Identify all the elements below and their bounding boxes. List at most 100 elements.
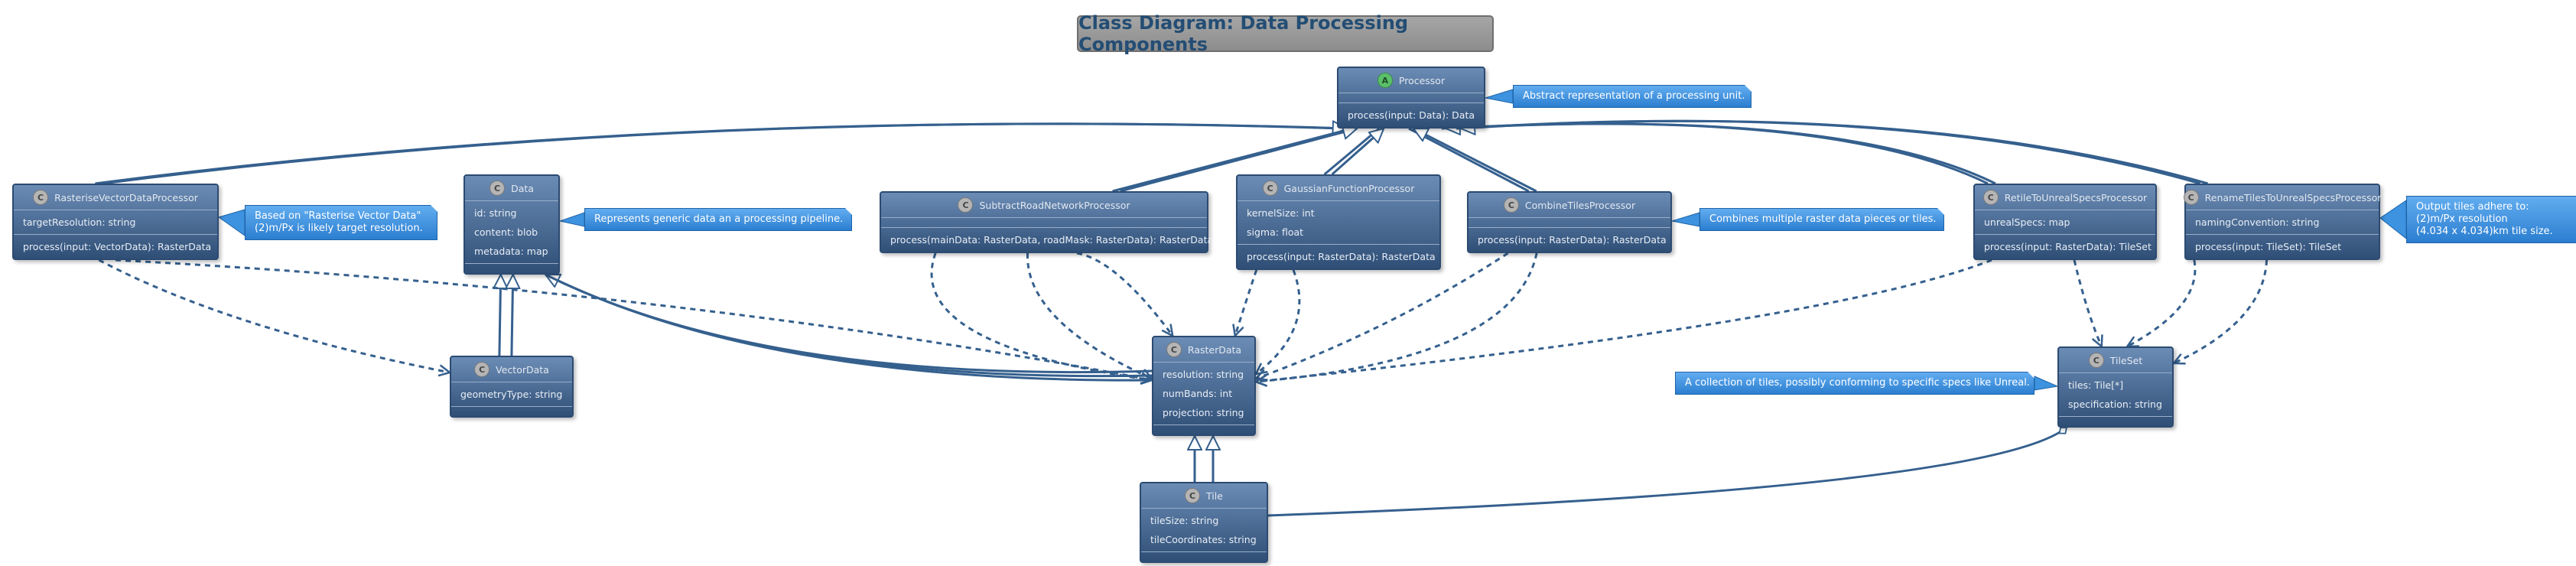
method-section bbox=[1141, 551, 1267, 561]
class-name: Data bbox=[511, 182, 534, 194]
inheritance-edge bbox=[499, 275, 501, 356]
inheritance-edge bbox=[1446, 124, 1996, 185]
note-line: (4.034 x 4.034)km tile size. bbox=[2416, 226, 2553, 237]
attribute: numBands: int bbox=[1163, 388, 1233, 399]
attribute: sigma: float bbox=[1247, 226, 1304, 238]
attribute: projection: string bbox=[1163, 407, 1244, 418]
method: process(input: VectorData): RasterData bbox=[23, 241, 212, 252]
class-name: TileSet bbox=[2109, 354, 2143, 366]
method-section bbox=[451, 406, 572, 416]
note-rasterise-note: Based on "Rasterise Vector Data"(2)m/Px … bbox=[245, 205, 437, 240]
method-section: process(input: RasterData): TileSet bbox=[1975, 234, 2155, 259]
class-name: RetileToUnrealSpecsProcessor bbox=[2004, 191, 2148, 203]
inheritance-edge bbox=[1456, 119, 2201, 185]
attribute-section: kernelSize: int sigma: float bbox=[1238, 201, 1439, 244]
dependency-edge bbox=[930, 252, 1152, 380]
method-section: process(input: VectorData): RasterData bbox=[14, 234, 217, 259]
attribute-section bbox=[1338, 93, 1484, 102]
class-name: Tile bbox=[1206, 490, 1223, 502]
attribute-section: targetResolution: string bbox=[14, 210, 217, 234]
attribute: namingConvention: string bbox=[2195, 216, 2320, 228]
method: process(input: RasterData): RasterData bbox=[1478, 234, 1667, 246]
method-section bbox=[2059, 416, 2172, 426]
class-header: C Data bbox=[465, 176, 558, 201]
note-pointer bbox=[1671, 212, 1700, 227]
inheritance-edge bbox=[512, 275, 513, 356]
class-name: RenameTilesToUnrealSpecsProcessor bbox=[2204, 191, 2382, 203]
dependency-edge bbox=[2174, 259, 2269, 363]
class-icon: C bbox=[490, 181, 506, 196]
dependency-edge bbox=[1256, 252, 1509, 379]
method: process(input: TileSet): TileSet bbox=[2195, 241, 2342, 252]
dependency-edge bbox=[1076, 252, 1173, 336]
class-name: VectorData bbox=[496, 363, 549, 376]
note-combine-note: Combines multiple raster data pieces or … bbox=[1699, 208, 1944, 231]
method-section: process(mainData: RasterData, roadMask: … bbox=[881, 227, 1213, 252]
class-name: GaussianFunctionProcessor bbox=[1283, 182, 1415, 194]
method-section: process(input: RasterData): RasterData bbox=[1469, 227, 1670, 252]
attribute: id: string bbox=[474, 207, 517, 219]
note-pointer bbox=[1485, 89, 1514, 104]
class-subtract-road[interactable]: C SubtractRoadNetworkProcessor process(mai… bbox=[880, 191, 1213, 253]
attribute-section: tiles: Tile[*]specification: string bbox=[2059, 373, 2172, 416]
method: process(input: RasterData): RasterData bbox=[1247, 251, 1436, 262]
class-name: Processor bbox=[1398, 74, 1446, 86]
method-section bbox=[465, 263, 558, 273]
note-line: Output tiles adhere to: bbox=[2416, 201, 2529, 213]
attribute: unrealSpecs: map bbox=[1984, 216, 2070, 228]
note-pointer bbox=[2034, 376, 2059, 391]
class-name: SubtractRoadNetworkProcessor bbox=[979, 199, 1130, 211]
dependency-edge bbox=[98, 259, 450, 372]
class-icon: C bbox=[1185, 488, 1201, 503]
dependency-edge bbox=[1256, 259, 1992, 382]
inheritance-edge bbox=[102, 124, 1346, 185]
note-pointer bbox=[2379, 200, 2407, 240]
diagram-title: Class Diagram: Data Processing Component… bbox=[1077, 12, 1494, 55]
attribute: targetResolution: string bbox=[23, 216, 136, 228]
dependency-edge bbox=[2127, 259, 2197, 346]
class-name: RasteriseVectorDataProcessor bbox=[54, 191, 198, 203]
note-processor-note: Abstract representation of a processing … bbox=[1513, 85, 1751, 108]
dependency-edge bbox=[1256, 269, 1301, 374]
method-section bbox=[1153, 424, 1254, 434]
note-rename-note: Output tiles adhere to:(2)m/Px resolutio… bbox=[2406, 196, 2576, 243]
dependency-edge bbox=[2073, 259, 2102, 346]
note-line: A collection of tiles, possibly conformi… bbox=[1685, 377, 2030, 389]
attribute: tileCoordinates: string bbox=[1150, 534, 1257, 545]
class-icon: C bbox=[33, 190, 49, 205]
method-section: process(input: RasterData): RasterData bbox=[1238, 244, 1439, 268]
inheritance-edge bbox=[95, 122, 1342, 185]
attribute: kernelSize: int bbox=[1247, 207, 1315, 219]
dependency-edge bbox=[1235, 269, 1258, 336]
class-name: RasterData bbox=[1187, 343, 1242, 356]
note-line: (2)m/Px is likely target resolution. bbox=[255, 223, 423, 234]
method-section: process(input: Data): Data bbox=[1338, 102, 1484, 127]
class-icon: C bbox=[1166, 342, 1182, 357]
aggregation-edge bbox=[1267, 426, 2067, 517]
class-rasterise-vector[interactable]: C RasteriseVectorDataProcessor targetResol… bbox=[12, 184, 219, 260]
attribute-section bbox=[881, 218, 1207, 227]
note-pointer bbox=[558, 212, 585, 227]
class-icon: C bbox=[958, 197, 974, 213]
inheritance-edge bbox=[545, 273, 1153, 382]
